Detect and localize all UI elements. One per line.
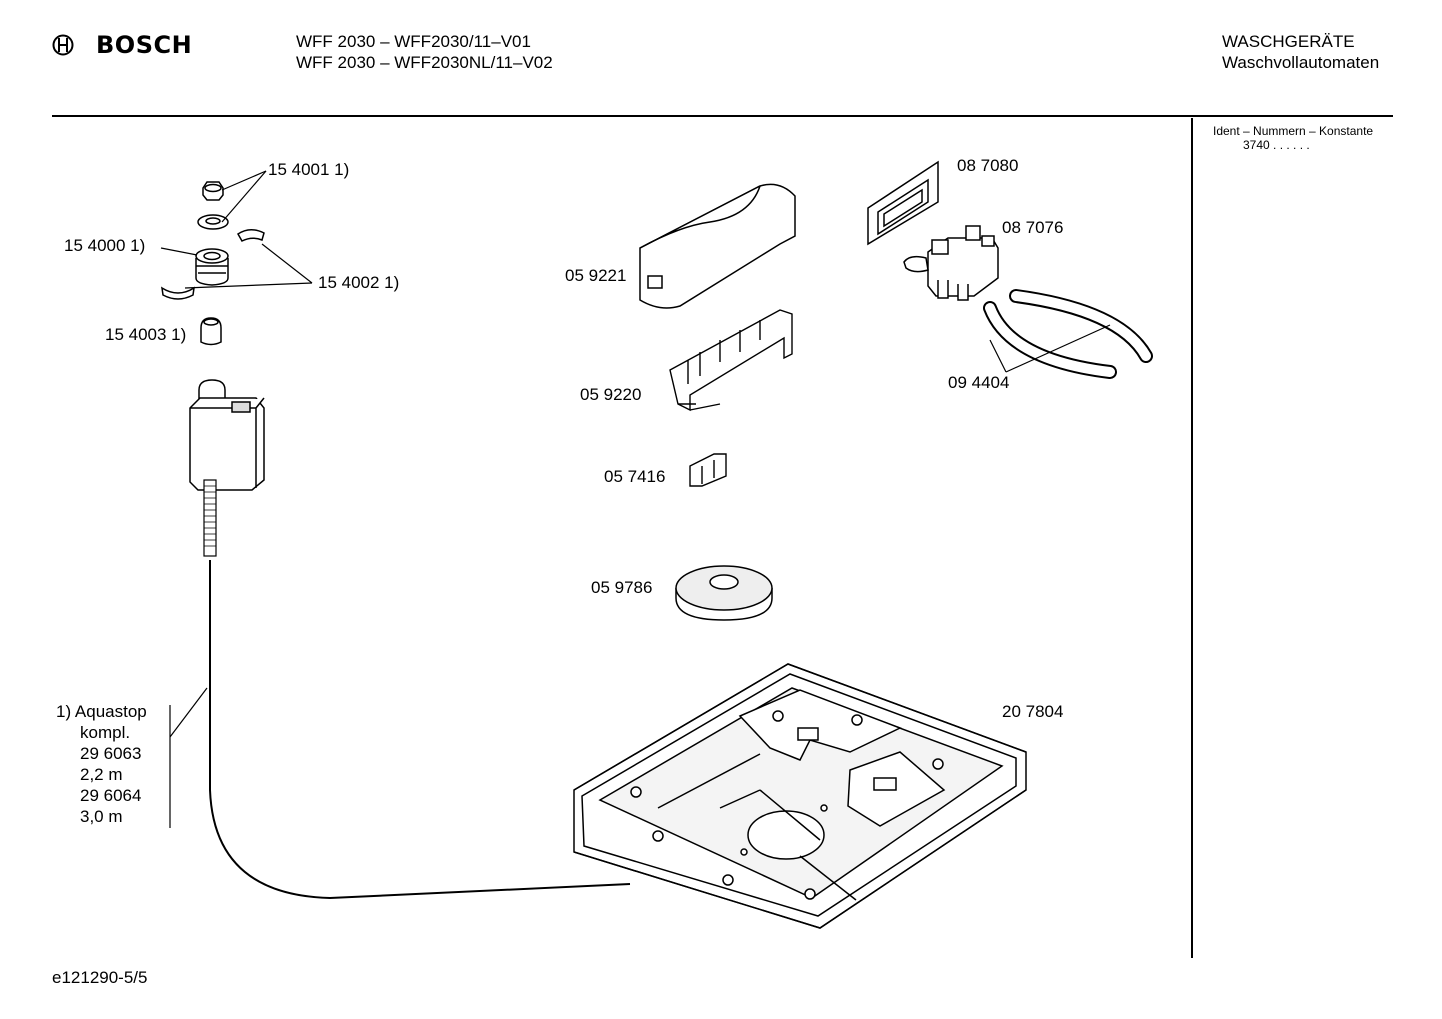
label-08-7076: 08 7076 bbox=[1002, 218, 1064, 237]
label-15-4000: 15 4000 1) bbox=[64, 236, 146, 255]
aquastop-washer-part bbox=[197, 214, 229, 230]
gasket-frame-part bbox=[867, 160, 939, 246]
label-05-9221: 05 9221 bbox=[565, 266, 627, 285]
label-05-9786: 05 9786 bbox=[591, 578, 653, 597]
aquastop-note-line-6: 3,0 m bbox=[80, 807, 123, 826]
label-05-7416: 05 7416 bbox=[604, 467, 666, 486]
model-line-2: WFF 2030 – WFF2030NL/11–V02 bbox=[296, 53, 553, 72]
drawer-cover-part bbox=[639, 183, 796, 309]
aquastop-note-line-5: 29 6064 bbox=[80, 786, 142, 805]
label-05-9220: 05 9220 bbox=[580, 385, 642, 404]
foot-pad-part bbox=[675, 565, 773, 621]
connector-part bbox=[689, 453, 727, 487]
hose-pieces-inner bbox=[985, 291, 1151, 377]
drawer-guide-part bbox=[669, 309, 793, 412]
label-15-4003: 15 4003 1) bbox=[105, 325, 187, 344]
aquastop-valve-box bbox=[189, 379, 265, 491]
category-line-1: WASCHGERÄTE bbox=[1222, 32, 1355, 51]
category-line-2: Waschvollautomaten bbox=[1222, 53, 1380, 72]
leaders-hoses bbox=[989, 324, 1111, 373]
aquastop-clip-part bbox=[161, 229, 265, 300]
base-plate-part bbox=[573, 663, 1027, 929]
aquastop-nut-part bbox=[202, 181, 224, 201]
leaders-aquastop bbox=[160, 170, 313, 289]
aquastop-note-line-4: 2,2 m bbox=[80, 765, 123, 784]
ident-label: Ident – Nummern – Konstante bbox=[1213, 124, 1374, 138]
ident-value: 3740 . . . . . . bbox=[1243, 138, 1310, 152]
bosch-armature-icon bbox=[52, 34, 74, 56]
aquastop-note-line-2: kompl. bbox=[80, 723, 131, 742]
bosch-logo: BOSCH bbox=[52, 31, 192, 59]
aquastop-note-bracket bbox=[169, 687, 208, 828]
inlet-valve-part bbox=[903, 225, 999, 301]
label-20-7804: 20 7804 bbox=[1002, 702, 1064, 721]
brand-name: BOSCH bbox=[96, 31, 193, 59]
aquastop-hose bbox=[203, 479, 631, 900]
label-08-7080: 08 7080 bbox=[957, 156, 1019, 175]
model-line-1: WFF 2030 – WFF2030/11–V01 bbox=[296, 32, 531, 51]
document-code: e121290-5/5 bbox=[52, 968, 148, 987]
label-15-4002: 15 4002 1) bbox=[318, 273, 400, 292]
aquastop-cap-part bbox=[200, 317, 222, 346]
label-09-4404: 09 4404 bbox=[948, 373, 1010, 392]
label-15-4001: 15 4001 1) bbox=[268, 160, 350, 179]
aquastop-note-line-1: 1) Aquastop bbox=[56, 702, 147, 721]
aquastop-note-line-3: 29 6063 bbox=[80, 744, 142, 763]
aquastop-coupling-part bbox=[195, 248, 229, 286]
